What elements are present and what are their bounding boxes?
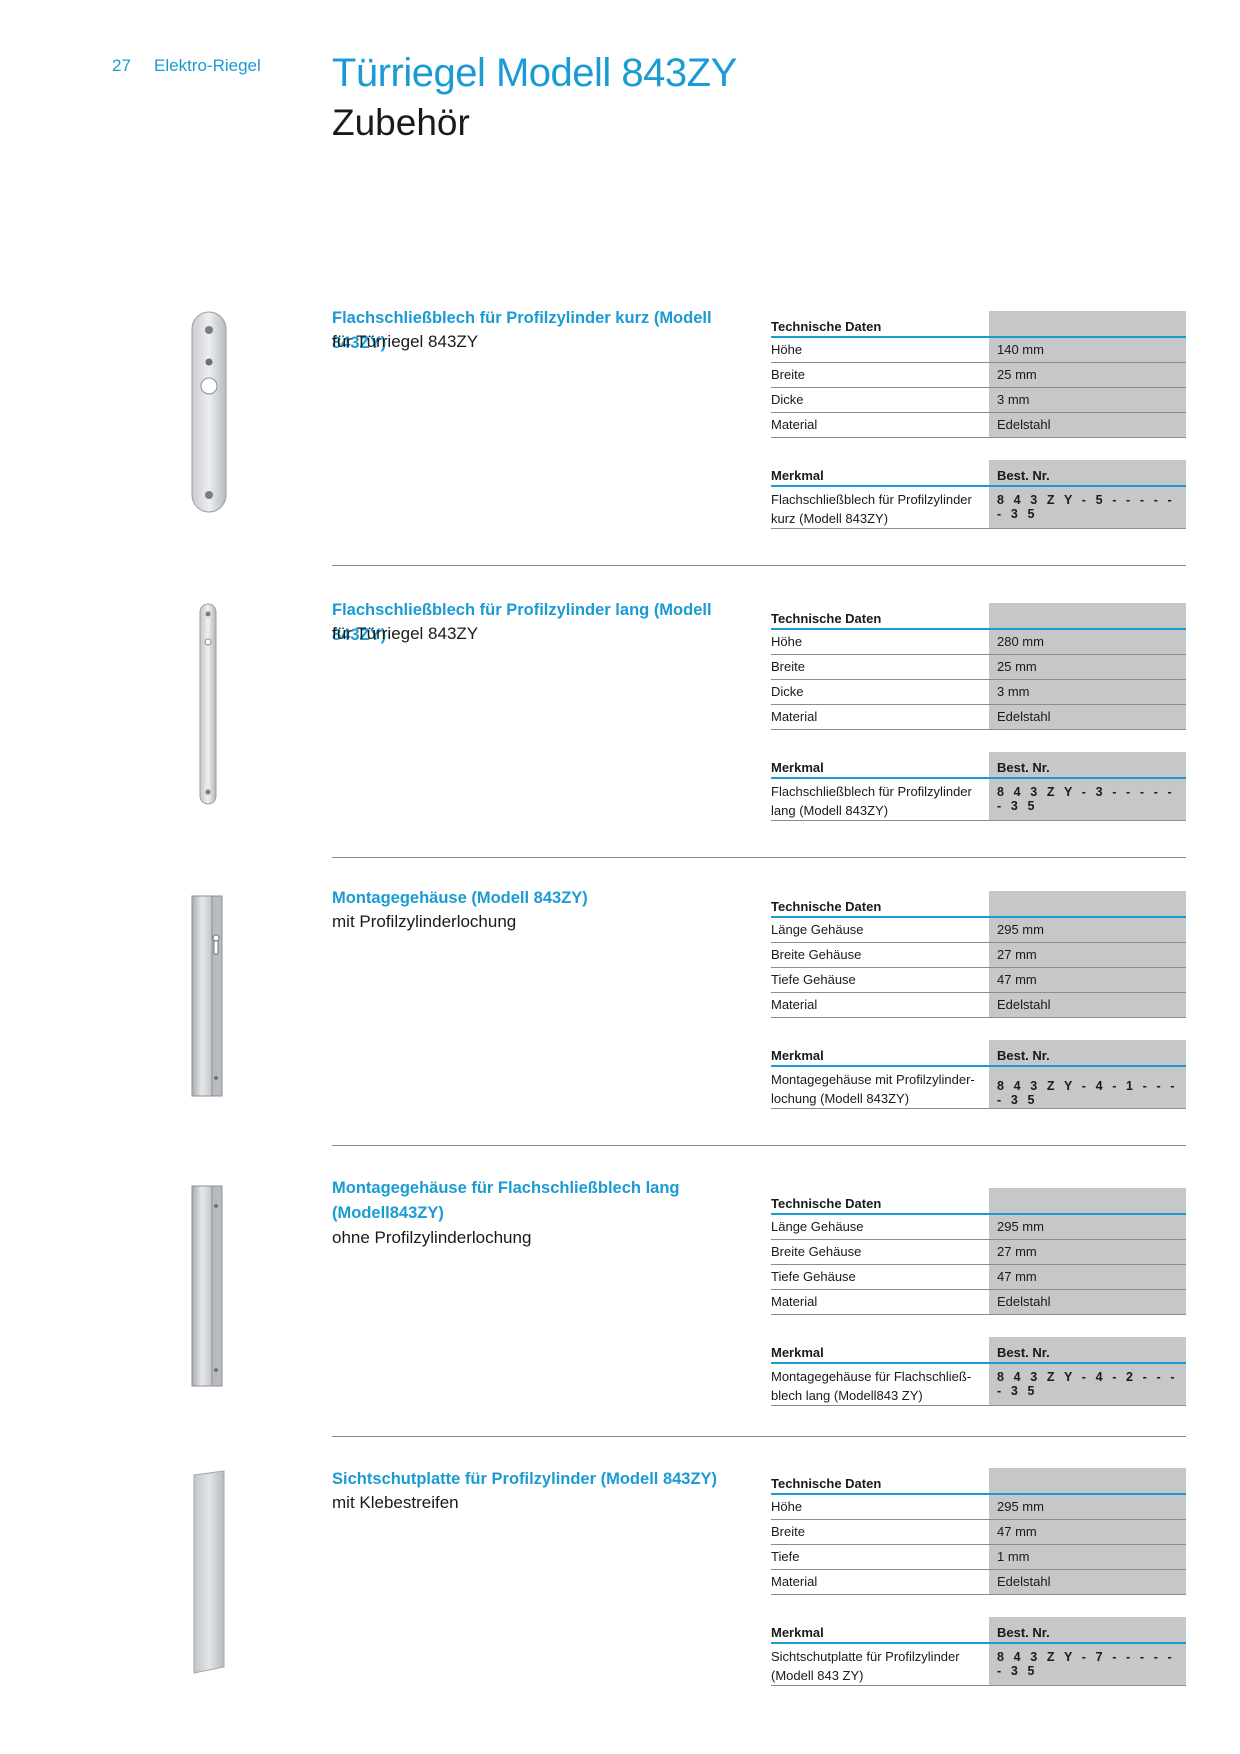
order-number: 8 4 3 Z Y - 4 - 2 - - - - 3 5 [997,1370,1178,1398]
order-row: Montagegehäuse für Flachschließ-blech la… [771,1364,1186,1406]
separator [332,857,1186,858]
product-subtitle: für Türriegel 843ZY [332,624,479,643]
product-subtitle: mit Klebestreifen [332,1493,459,1512]
strike-plate-short-image [191,311,227,513]
table-header: Technische Daten [771,319,882,334]
separator [332,565,1186,566]
order-number: 8 4 3 Z Y - 5 - - - - - - 3 5 [997,493,1175,521]
product-title: Flachschließblech für Profilzylinder kur… [332,309,712,352]
order-row: Montagegehäuse mit Profilzylinder-lochun… [771,1067,1186,1109]
order-number: 8 4 3 Z Y - 7 - - - - - - 3 5 [997,1650,1175,1678]
product-subtitle: ohne Profilzylinderlochung [332,1228,532,1247]
page-title: Türriegel Modell 843ZY [332,51,737,95]
product-title: Montagegehäuse für Flachschließblech lan… [332,1179,680,1222]
product-subtitle: für Türriegel 843ZY [332,332,479,351]
table-header: Technische Daten [771,1196,882,1211]
strike-plate-long-image [199,603,217,805]
privacy-plate-image [193,1470,225,1674]
page-subtitle: Zubehör [332,102,470,143]
page-number: 27 [112,56,131,75]
mounting-housing-image [191,895,223,1097]
separator [332,1436,1186,1437]
product-title: Sichtschutplatte für Profilzylinder (Mod… [332,1470,718,1488]
mounting-housing-long-image [191,1185,223,1387]
product-subtitle: mit Profilzylinderlochung [332,912,517,931]
product-title: Flachschließblech für Profilzylinder lan… [332,601,712,644]
separator [332,1145,1186,1146]
table-header: Technische Daten [771,1476,882,1491]
table-header: Technische Daten [771,899,882,914]
section-name: Elektro-Riegel [154,56,261,75]
order-row: Sichtschutplatte für Profilzylinder(Mode… [771,1644,1186,1686]
table-header: Technische Daten [771,611,882,626]
product-title: Montagegehäuse (Modell 843ZY) [332,889,588,907]
order-number: 8 4 3 Z Y - 4 - 1 - - - - 3 5 [997,1079,1178,1107]
order-number: 8 4 3 Z Y - 3 - - - - - - 3 5 [997,785,1175,813]
